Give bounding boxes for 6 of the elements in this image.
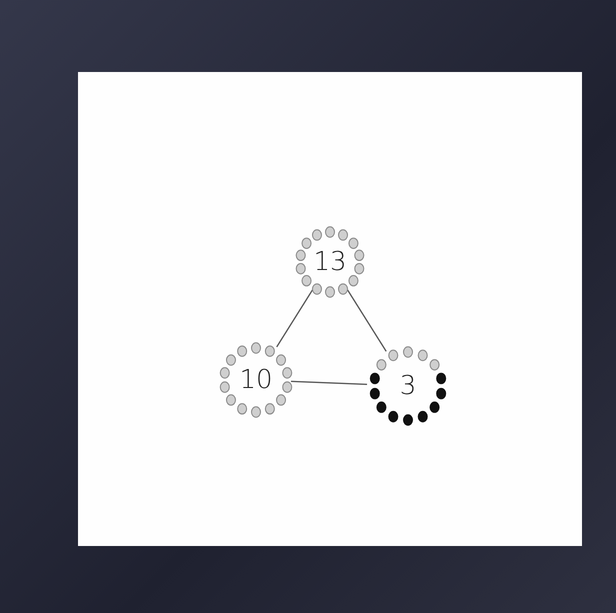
connector-line [276, 290, 314, 348]
node-number: 13 [313, 249, 347, 275]
connector-line [290, 380, 368, 386]
node-number: 3 [400, 373, 416, 399]
node-number: 10 [239, 367, 273, 393]
connector-line [347, 290, 387, 352]
